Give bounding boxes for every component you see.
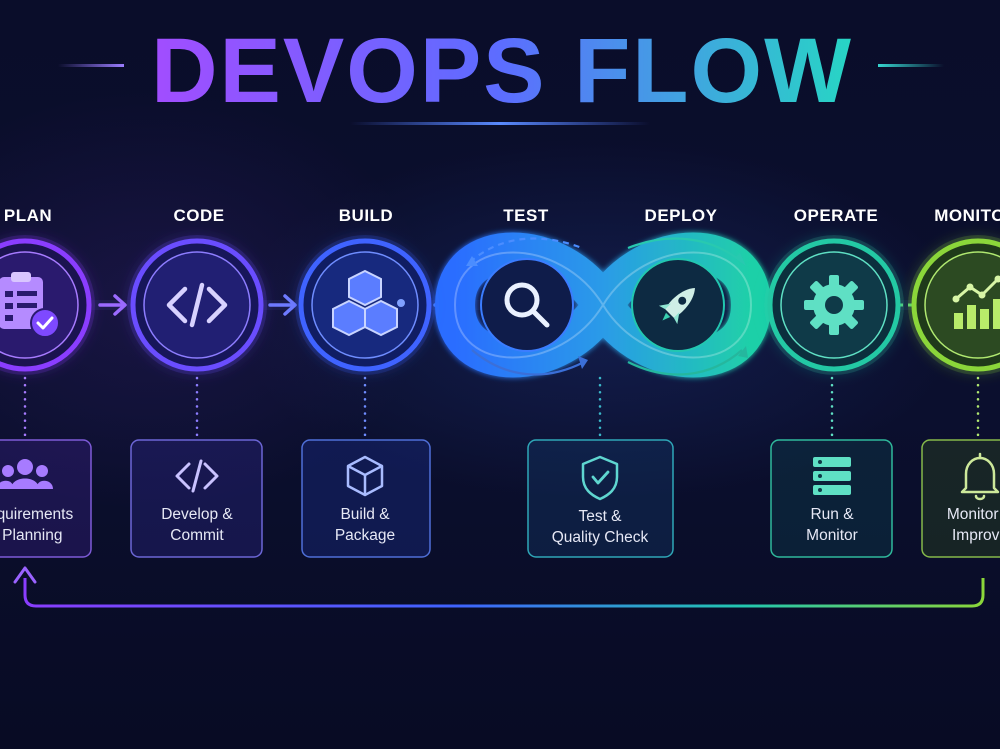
card-monitor: Monitor & Improve: [921, 439, 1000, 558]
card-monitor-line-2: Improve: [952, 527, 1000, 544]
card-plan-line-2: & Planning: [0, 527, 62, 544]
cubes-icon: [332, 269, 405, 337]
page-title: DEVOPS FLOW: [151, 20, 853, 122]
arrow-code-build: [268, 294, 297, 316]
card-code-line-1: Develop &: [161, 506, 233, 523]
card-build: Build & Package: [301, 439, 431, 558]
card-build-line-1: Build &: [340, 506, 390, 523]
bar-chart-icon: [952, 275, 1000, 329]
card-build-line-2: Package: [335, 527, 395, 544]
stage-label-plan: PLAN: [4, 206, 52, 225]
arrow-plan-code: [98, 294, 127, 316]
deploy-orbit-arrow-top: [627, 237, 743, 263]
code-brackets-icon: [175, 459, 219, 493]
title-underline: [350, 122, 650, 125]
stage-label-monitor: MONITOR: [934, 206, 1000, 225]
shield-check-icon: [581, 455, 619, 501]
deploy-orbit-arrowhead: [735, 253, 746, 266]
deploy-orbit-arrowhead-bottom: [738, 346, 748, 358]
test-orbit-arrowhead-bottom: [578, 356, 588, 369]
team-icon: [0, 459, 53, 489]
stage-label-deploy: DEPLOY: [645, 206, 718, 225]
deploy-orbit-arrow-bottom: [627, 349, 743, 376]
cube-icon: [346, 455, 384, 497]
card-operate-line-1: Run &: [810, 506, 854, 523]
card-monitor-line-1: Monitor &: [947, 506, 1000, 523]
card-code-line-2: Commit: [170, 527, 224, 544]
stage-label-build: BUILD: [339, 206, 393, 225]
gear-icon: [804, 275, 864, 335]
feedback-loop-arrowhead: [13, 566, 37, 584]
test-orbit-arrow-bottom: [471, 349, 585, 376]
stage-label-code: CODE: [173, 206, 224, 225]
code-brackets-icon: [166, 282, 228, 328]
card-test: Test & Quality Check: [527, 439, 674, 558]
card-test-line-2: Quality Check: [552, 529, 649, 546]
magnifier-icon: [504, 282, 550, 328]
card-operate: Run & Monitor: [770, 439, 893, 558]
server-icon: [813, 457, 851, 495]
card-operate-line-2: Monitor: [806, 527, 858, 544]
test-inner-disc: [480, 258, 574, 352]
bell-icon: [960, 452, 1000, 501]
stage-label-operate: OPERATE: [794, 206, 878, 225]
test-orbit-arrow-top: [469, 237, 583, 263]
stage-label-test: TEST: [503, 206, 549, 225]
clipboard-check-icon: [0, 272, 60, 338]
test-orbit-arrowhead: [466, 256, 478, 266]
card-plan-line-1: Requirements: [0, 506, 73, 523]
title-deco-left: [58, 64, 124, 67]
stage-circle-monitor: [908, 235, 1000, 375]
rocket-icon: [658, 288, 695, 325]
infinity-loop: [435, 232, 771, 378]
card-test-line-1: Test &: [578, 508, 622, 525]
feedback-loop-line: [23, 578, 985, 608]
title-deco-right: [878, 64, 944, 67]
card-plan: Requirements & Planning: [0, 439, 92, 558]
card-code: Develop & Commit: [130, 439, 263, 558]
